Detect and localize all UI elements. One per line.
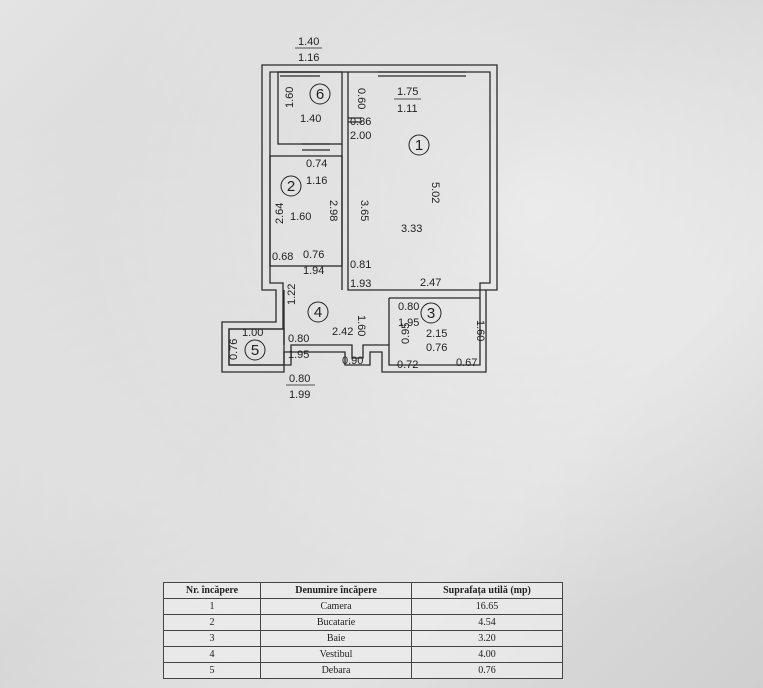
dim-label: 0.76 <box>426 342 447 354</box>
dim-label: 1.60 <box>284 87 296 108</box>
dim-label: 1.95 <box>288 349 309 361</box>
table-row: 1 Camera 16.65 <box>163 598 563 615</box>
dim-label: 1.60 <box>355 315 367 336</box>
room-number-5: 5 <box>251 342 259 359</box>
room-5-wall <box>228 328 285 366</box>
dim-label: 0.80 <box>288 333 309 345</box>
dim-label: 0.80 <box>398 301 419 313</box>
room-number-2: 2 <box>287 178 295 195</box>
table-cell: Vestibul <box>260 646 412 663</box>
room-3-wall <box>388 297 480 345</box>
table-cell: Baie <box>260 630 412 647</box>
dim-label: 0.95 <box>400 323 412 344</box>
dim-label: 1.00 <box>242 327 263 339</box>
dim-label: 1.11 <box>397 103 418 115</box>
table-cell: 2 <box>163 614 261 631</box>
dim-label: 0.74 <box>306 158 327 170</box>
column-header: Suprafața utilă (mp) <box>411 582 563 599</box>
dim-label: 1.75 <box>397 86 418 98</box>
dim-label: 1.60 <box>290 211 311 223</box>
window <box>280 71 320 77</box>
table-cell: 3 <box>163 630 261 647</box>
table-row: 4 Vestibul 4.00 <box>163 646 563 663</box>
dim-label: 2.00 <box>350 130 371 142</box>
table-row: 3 Baie 3.20 <box>163 630 563 647</box>
dim-label: 1.99 <box>289 389 310 401</box>
dim-label: 5.02 <box>429 182 441 203</box>
table-cell: Debara <box>260 662 412 679</box>
column-header: Denumire încăpere <box>260 582 412 599</box>
table-cell: Camera <box>260 598 412 615</box>
door-mark <box>302 143 330 151</box>
dim-label: 2.47 <box>420 277 441 289</box>
dim-label: 2.64 <box>274 203 286 224</box>
dim-label: 1.95 <box>398 317 419 329</box>
table-cell: 0.76 <box>411 662 563 679</box>
table-cell: 4.00 <box>411 646 563 663</box>
dim-label: 1.22 <box>286 284 298 305</box>
dim-label: 0.68 <box>272 251 293 263</box>
table-cell: 3.20 <box>411 630 563 647</box>
dim-label: 3.65 <box>358 200 370 221</box>
dim-label: 1.16 <box>306 175 327 187</box>
room-number-6: 6 <box>316 86 324 103</box>
room-1-wall <box>347 72 486 291</box>
room-number-4: 4 <box>314 304 322 321</box>
table-cell: 5 <box>163 662 261 679</box>
door-mark <box>348 117 362 123</box>
room-number-3: 3 <box>427 305 435 322</box>
window <box>378 71 466 77</box>
dim-label: 1.94 <box>303 265 324 277</box>
dim-label: 1.16 <box>298 52 319 64</box>
table-cell: 1 <box>163 598 261 615</box>
room-area-table: Nr. încăpere Denumire încăpere Suprafața… <box>163 582 563 679</box>
table-row: 5 Debara 0.76 <box>163 662 563 679</box>
table-cell: 4 <box>163 646 261 663</box>
dim-label: 0.76 <box>303 249 324 261</box>
dim-label: 0.67 <box>456 357 477 369</box>
dim-label: 1.40 <box>298 36 319 48</box>
dim-label: 0.76 <box>228 339 240 360</box>
dim-label: 1.93 <box>350 278 371 290</box>
dim-label: 0.60 <box>355 88 367 109</box>
dim-label: 1.40 <box>300 113 321 125</box>
dim-label: 0.80 <box>289 373 310 385</box>
dim-label: 1.60 <box>474 320 486 341</box>
dim-label: 0.72 <box>397 359 418 371</box>
table-row: 2 Bucatarie 4.54 <box>163 614 563 631</box>
dim-label: 2.42 <box>332 326 353 338</box>
table-cell: Bucatarie <box>260 614 412 631</box>
dim-label: 0.90 <box>342 355 363 367</box>
dim-label: 2.98 <box>327 200 339 221</box>
column-header: Nr. încăpere <box>163 582 261 599</box>
table-header-row: Nr. încăpere Denumire încăpere Suprafața… <box>163 582 563 599</box>
dim-label: 3.33 <box>401 223 422 235</box>
dim-label: 0.86 <box>350 116 371 128</box>
room-number-1: 1 <box>415 137 423 154</box>
dim-label: 0.81 <box>350 259 371 271</box>
table-cell: 4.54 <box>411 614 563 631</box>
table-cell: 16.65 <box>411 598 563 615</box>
dim-label: 2.15 <box>426 328 447 340</box>
